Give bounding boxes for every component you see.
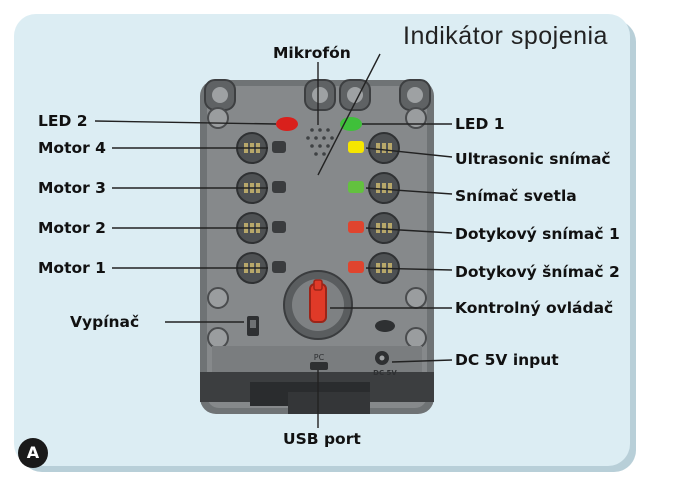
label-control-dial: Kontrolný ovládač bbox=[455, 299, 614, 317]
label-touch-sensor-2: Dotykový šnímač 2 bbox=[455, 263, 620, 281]
led-2 bbox=[276, 117, 298, 131]
logo-mark bbox=[375, 320, 395, 332]
usb-port bbox=[288, 392, 370, 414]
label-led-1: LED 1 bbox=[455, 115, 505, 133]
touch-sensor-2-indicator bbox=[348, 261, 364, 273]
label-motor-3: Motor 3 bbox=[38, 179, 106, 197]
microphone-holes bbox=[306, 128, 334, 156]
label-led-2: LED 2 bbox=[38, 112, 88, 130]
label-microphone: Mikrofón bbox=[273, 44, 351, 62]
led-1 bbox=[340, 117, 362, 131]
label-power-switch: Vypínač bbox=[70, 313, 140, 331]
label-motor-4: Motor 4 bbox=[38, 139, 106, 157]
label-touch-sensor-1: Dotykový snímač 1 bbox=[455, 225, 620, 243]
pc-mark: PC bbox=[314, 353, 325, 362]
sensor-ports bbox=[348, 132, 400, 284]
ultrasonic-indicator bbox=[348, 141, 364, 153]
label-motor-1: Motor 1 bbox=[38, 259, 106, 277]
label-connection-indicator: Indikátor spojenia bbox=[403, 22, 608, 50]
figure-badge: A bbox=[18, 438, 48, 468]
label-ultrasonic-sensor: Ultrasonic snímač bbox=[455, 150, 611, 168]
callout-lines bbox=[94, 53, 453, 428]
light-sensor-indicator bbox=[348, 181, 364, 193]
label-light-sensor: Snímač svetla bbox=[455, 187, 577, 205]
touch-sensor-1-indicator bbox=[348, 221, 364, 233]
dc-mark: DC 5V bbox=[373, 369, 397, 377]
label-usb-port: USB port bbox=[283, 430, 361, 448]
label-motor-2: Motor 2 bbox=[38, 219, 106, 237]
label-dc-input: DC 5V input bbox=[455, 351, 559, 369]
